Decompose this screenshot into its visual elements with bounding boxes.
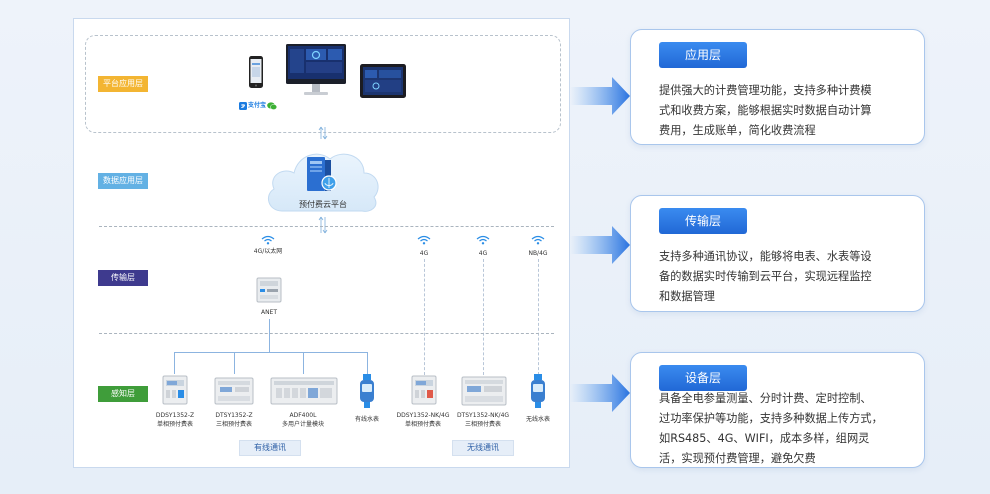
single-phase-meter-icon <box>162 375 188 405</box>
three-phase-meter-icon <box>214 377 254 405</box>
wireless-link-line <box>424 259 425 375</box>
card-description: 具备全电参量测量、分时计费、定时控制、 过功率保护等功能，支持多种数据上传方式，… <box>659 392 883 465</box>
arrow-right-icon <box>570 77 630 115</box>
wired-bus-line <box>174 352 368 353</box>
architecture-diagram-panel: 平台应用层 支付宝 <box>73 18 570 468</box>
wireless-comm-label: 无线通讯 <box>452 440 514 456</box>
platform-zone-border <box>85 35 561 133</box>
device-desc: 单相预付费表 <box>156 421 193 428</box>
wired-bus-line <box>234 352 235 374</box>
anet-gateway-icon <box>256 277 282 303</box>
wired-device-label: ADF400L 多用户计量模块 <box>263 411 343 429</box>
device-model: DTSY1352-Z <box>215 412 253 419</box>
alipay-logo <box>239 102 247 110</box>
device-desc: 三相预付费表 <box>215 421 252 428</box>
wireless-device-label: DDSY1352-NK/4G 单相预付费表 <box>383 411 463 429</box>
alipay-logo-text: 支付宝 <box>248 102 267 109</box>
device-desc: 无线水表 <box>525 416 550 423</box>
device-layer-card: 设备层 具备全电参量测量、分时计费、定时控制、 过功率保护等功能，支持多种数据上… <box>630 352 925 468</box>
cloud-platform-label: 预付费云平台 <box>299 200 347 209</box>
wifi-icon <box>531 235 545 245</box>
desktop-monitor-icon <box>286 44 346 95</box>
wired-network-label: 4G/以太网 <box>253 248 283 255</box>
device-desc: 三相预付费表 <box>464 421 501 428</box>
wechat-icon <box>267 102 277 110</box>
wired-device-label: DDSY1352-Z 单相预付费表 <box>135 411 215 429</box>
smartphone-icon <box>249 56 263 88</box>
layer-label-data: 数据应用层 <box>98 173 148 189</box>
wired-bus-line <box>269 319 270 352</box>
wireless-network-label: 4G <box>478 250 488 257</box>
layer-separator <box>99 333 554 334</box>
transport-layer-card: 传输层 支持多种通讯协议，能够将电表、水表等设 备的数据实时传输到云平台，实现远… <box>630 195 925 312</box>
wireless-water-meter-icon <box>531 374 545 408</box>
card-title: 应用层 <box>659 42 747 68</box>
wired-bus-line <box>303 352 304 374</box>
wired-comm-label: 有线通讯 <box>239 440 301 456</box>
wireless-network-label: 4G <box>419 250 429 257</box>
card-title: 设备层 <box>659 365 747 391</box>
card-description: 支持多种通讯协议，能够将电表、水表等设 备的数据实时传输到云平台，实现远程监控 … <box>659 250 872 303</box>
wired-bus-line <box>367 352 368 374</box>
device-desc: 单相预付费表 <box>404 421 441 428</box>
wired-device-label: 有线水表 <box>327 415 407 424</box>
card-title: 传输层 <box>659 208 747 234</box>
device-model: DTSY1352-NK/4G <box>456 412 510 419</box>
device-model: DDSY1352-NK/4G <box>396 412 450 419</box>
application-layer-card: 应用层 提供强大的计费管理功能，支持多种计费模 式和收费方案，能够根据实时数据自… <box>630 29 925 145</box>
wifi-icon <box>261 235 275 245</box>
arrow-right-icon <box>570 226 630 264</box>
layer-label-perception: 感知层 <box>98 386 148 402</box>
wired-device-label: DTSY1352-Z 三相预付费表 <box>194 411 274 429</box>
three-phase-meter-icon <box>461 376 507 406</box>
arrow-right-icon <box>570 374 630 412</box>
device-desc: 有线水表 <box>354 416 379 423</box>
anet-gateway-label: ANET <box>260 309 278 316</box>
device-model: ADF400L <box>289 412 317 419</box>
wifi-icon <box>476 235 490 245</box>
device-desc: 多用户计量模块 <box>281 421 324 428</box>
wireless-network-label: NB/4G <box>528 250 548 257</box>
single-phase-meter-icon <box>411 375 437 405</box>
wireless-link-line <box>483 259 484 375</box>
card-description: 提供强大的计费管理功能，支持多种计费模 式和收费方案，能够根据实时数据自动计算 … <box>659 84 872 137</box>
layer-label-transport: 传输层 <box>98 270 148 286</box>
wireless-device-label: 无线水表 <box>498 415 578 424</box>
multi-user-metering-module-icon <box>270 377 338 405</box>
wireless-link-line <box>538 259 539 375</box>
wired-bus-line <box>174 352 175 374</box>
wireless-device-label: DTSY1352-NK/4G 三相预付费表 <box>443 411 523 429</box>
device-model: DDSY1352-Z <box>155 412 195 419</box>
wired-water-meter-icon <box>360 374 374 408</box>
cloud-server-icon <box>307 157 337 191</box>
tablet-icon <box>360 64 406 98</box>
layer-separator <box>99 226 554 227</box>
bidirectional-arrow-icon <box>318 216 328 234</box>
wifi-icon <box>417 235 431 245</box>
bidirectional-arrow-icon <box>318 126 328 140</box>
layer-label-platform: 平台应用层 <box>98 76 148 92</box>
